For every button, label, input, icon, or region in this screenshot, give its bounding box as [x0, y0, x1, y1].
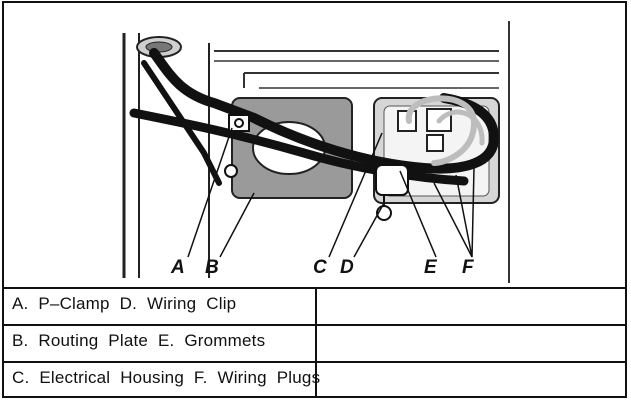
caption-text: A. P–Clamp D. Wiring Clip	[12, 294, 237, 313]
caption-row: A. P–Clamp D. Wiring Clip	[2, 287, 627, 324]
column-divider	[315, 287, 317, 398]
caption-text: C. Electrical Housing F. Wiring Plugs	[12, 368, 321, 387]
callout-f: F	[462, 257, 474, 278]
callout-d: D	[340, 257, 354, 278]
wiring-illustration	[4, 3, 627, 287]
caption-table: A. P–Clamp D. Wiring Clip B. Routing Pla…	[2, 287, 627, 398]
callout-c: C	[313, 257, 327, 278]
callout-e: E	[424, 257, 437, 278]
callout-b: B	[205, 257, 219, 278]
caption-row: C. Electrical Housing F. Wiring Plugs	[2, 361, 627, 398]
caption-row: B. Routing Plate E. Grommets	[2, 324, 627, 361]
callout-a: A	[171, 257, 185, 278]
caption-text: B. Routing Plate E. Grommets	[12, 331, 266, 350]
